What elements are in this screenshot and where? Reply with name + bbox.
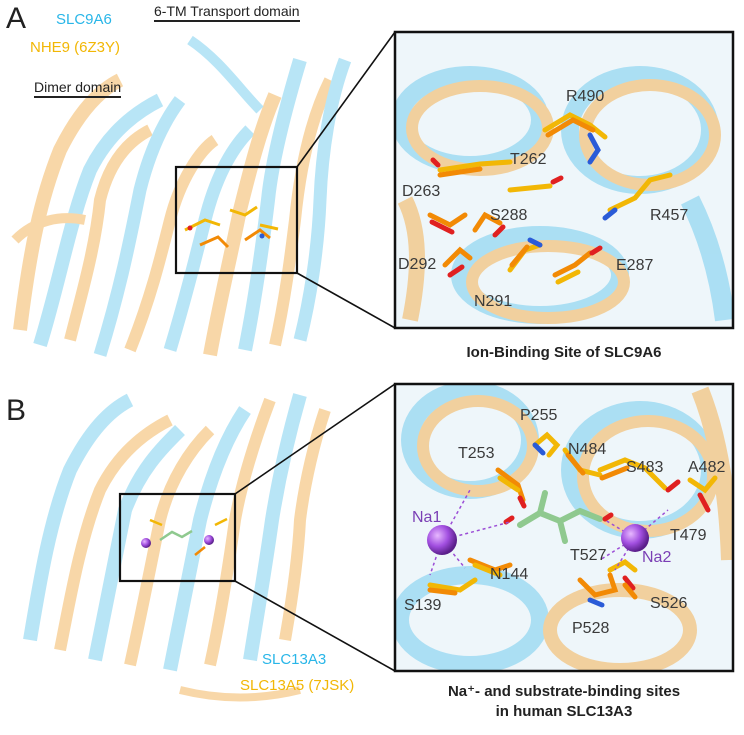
residue-label-n484: N484 [568, 441, 607, 458]
panel-a-zoom-frame [393, 30, 735, 330]
panel-b-caption: Na⁺- and substrate-binding sites in huma… [395, 682, 733, 723]
residue-label-s139: S139 [404, 597, 442, 614]
panel-a-zoom-background [395, 32, 733, 328]
residue-label-t527: T527 [570, 547, 607, 564]
residue-label-n144: N144 [490, 566, 529, 583]
panel-b-zoom-line-bottom [234, 580, 396, 672]
ion-label-na2: Na2 [642, 549, 672, 566]
sodium-ion-1 [427, 525, 457, 555]
residue-label-s526: S526 [650, 595, 688, 612]
panel-b-zoom-frame [393, 382, 735, 673]
residue-label-n291: N291 [474, 293, 513, 310]
residue-label-r490: R490 [566, 88, 605, 105]
residue-label-d263: D263 [402, 183, 441, 200]
residue-label-t479: T479 [670, 527, 707, 544]
residue-label-t262: T262 [510, 151, 547, 168]
panel-a-zoom-box [174, 165, 299, 275]
ion-label-na1: Na1 [412, 509, 442, 526]
residue-label-s483: S483 [626, 459, 664, 476]
residue-label-p528: P528 [572, 620, 610, 637]
panel-b-zoom-box [118, 492, 237, 583]
legend-slc13a5: SLC13A5 (7JSK) [240, 677, 355, 694]
panel-b-substrate [517, 490, 603, 544]
legend-slc13a3: SLC13A3 [262, 651, 327, 668]
panel-b-caption-line2: in human SLC13A3 [495, 703, 633, 721]
residue-label-p255: P255 [520, 407, 558, 424]
residue-label-e287: E287 [616, 257, 654, 274]
panel-b-zoom-line-top [234, 383, 396, 495]
label-dimer-domain: Dimer domain [34, 80, 122, 98]
panel-b-caption-line1: Na⁺- and substrate-binding sites [447, 683, 681, 700]
panel-a-mini-residues [184, 205, 279, 249]
panel-b-mini-sodium-1 [141, 538, 151, 548]
panel-a-caption: Ion-Binding Site of SLC9A6 [466, 344, 662, 361]
panel-a-zoom-line-bottom [296, 272, 396, 329]
residue-label-d292: D292 [398, 256, 437, 273]
residue-label-r457: R457 [650, 207, 689, 224]
residue-label-t253: T253 [458, 445, 495, 462]
panel-a-zoom-line-top [296, 31, 396, 168]
panel-b-zoom-background [395, 384, 733, 671]
panel-a-letter: A [6, 2, 27, 35]
panel-b-protein-overview [23, 393, 331, 702]
sodium-ion-2 [621, 524, 649, 552]
panel-b-letter: B [6, 394, 27, 427]
panel-b-mini-sodium-2 [204, 535, 214, 545]
legend-nhe9: NHE9 (6Z3Y) [30, 39, 121, 56]
label-transport-domain: 6-TM Transport domain [154, 4, 300, 22]
residue-label-a482: A482 [688, 459, 726, 476]
legend-slc9a6: SLC9A6 [56, 11, 112, 28]
residue-label-s288: S288 [490, 207, 528, 224]
panel-a-residue-sticks [427, 112, 673, 285]
